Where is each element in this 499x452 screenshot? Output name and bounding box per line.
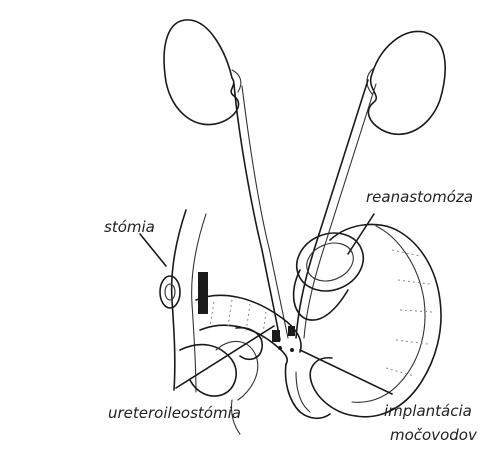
junction-dot-2 (290, 348, 294, 352)
right-kidney (368, 31, 445, 134)
junction-mark-1 (272, 330, 280, 342)
right-ureter-inner (304, 84, 376, 338)
stoma-opening (160, 276, 180, 308)
label-ureter-implantation-line1: implantácia (384, 402, 472, 420)
ileum-loop-1 (180, 345, 236, 396)
ileum-loop-3 (236, 328, 262, 360)
stoma-leader (140, 234, 166, 266)
stoma-tube (198, 272, 208, 314)
reanastomosis-loop (288, 223, 372, 300)
junction-dot-1 (278, 346, 282, 350)
rectum-line (296, 372, 310, 412)
junction-mark-2 (288, 326, 295, 336)
right-ureter (296, 80, 368, 338)
ureteroileostomy-leader (176, 326, 274, 388)
stoma-core (165, 284, 175, 300)
label-stoma: stómia (104, 218, 155, 236)
left-ureter (234, 84, 280, 340)
label-ureteroileostomy: ureteroileostómia (108, 404, 241, 422)
label-reanastomosis: reanastomóza (366, 188, 473, 206)
label-ureter-implantation-line2: močovodov (390, 426, 478, 444)
left-kidney (164, 20, 238, 125)
